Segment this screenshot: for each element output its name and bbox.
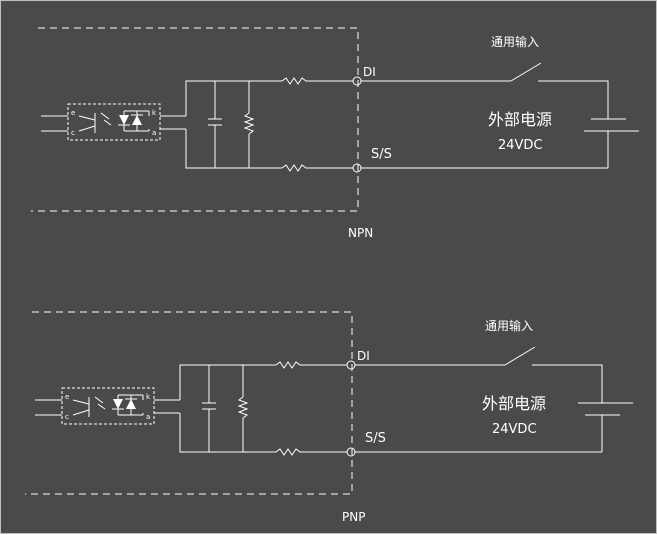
npn-shunt-resistor: [243, 112, 255, 135]
pnp-supply-label: 外部电源: [482, 394, 546, 413]
npn-pin-k: k: [152, 109, 157, 117]
pnp-pin-c: c: [65, 413, 69, 421]
pnp-di-label: DI: [357, 349, 370, 363]
npn-di-terminal: [352, 76, 362, 86]
pnp-voltage-label: 24VDC: [492, 422, 537, 437]
npn-series-resistor-ss: [281, 164, 353, 172]
npn-input-switch: [510, 62, 542, 82]
pnp-led-pair-icon: [112, 394, 144, 416]
pnp-series-resistor-di: [275, 361, 347, 369]
pnp-phototransistor-icon: [72, 396, 106, 417]
pnp-variant-label: PNP: [342, 510, 365, 524]
npn-pin-c: c: [71, 129, 75, 137]
npn-switch-label: 通用输入: [491, 34, 539, 49]
pnp-di-terminal: [346, 360, 356, 370]
npn-pin-e: e: [71, 109, 75, 117]
npn-phototransistor-icon: [78, 112, 112, 133]
pnp-optocoupler-box: [61, 387, 155, 425]
pnp-shunt-resistor: [237, 396, 249, 419]
npn-variant-label: NPN: [348, 226, 373, 240]
npn-diagram: e c k a: [31, 27, 639, 240]
npn-supply-label: 外部电源: [488, 110, 552, 129]
pnp-pin-k: k: [146, 393, 151, 401]
npn-ss-label: S/S: [371, 147, 392, 162]
pnp-series-resistor-ss: [275, 448, 347, 456]
pnp-input-switch: [504, 346, 536, 366]
pnp-ss-terminal: [346, 447, 356, 457]
npn-module-boundary: [31, 27, 359, 212]
pnp-pin-a: a: [146, 413, 150, 421]
pnp-ss-label: S/S: [365, 431, 386, 446]
pnp-module-boundary: [25, 311, 353, 495]
npn-series-resistor-di: [281, 77, 353, 85]
pnp-pin-e: e: [65, 393, 69, 401]
npn-pin-a: a: [152, 129, 156, 137]
pnp-diagram: e c k a: [25, 311, 633, 524]
npn-optocoupler-box: [67, 103, 161, 141]
npn-led-pair-icon: [118, 110, 150, 132]
npn-ss-terminal: [352, 163, 362, 173]
npn-voltage-label: 24VDC: [498, 138, 543, 153]
npn-di-label: DI: [363, 65, 376, 79]
pnp-switch-label: 通用输入: [485, 318, 533, 333]
